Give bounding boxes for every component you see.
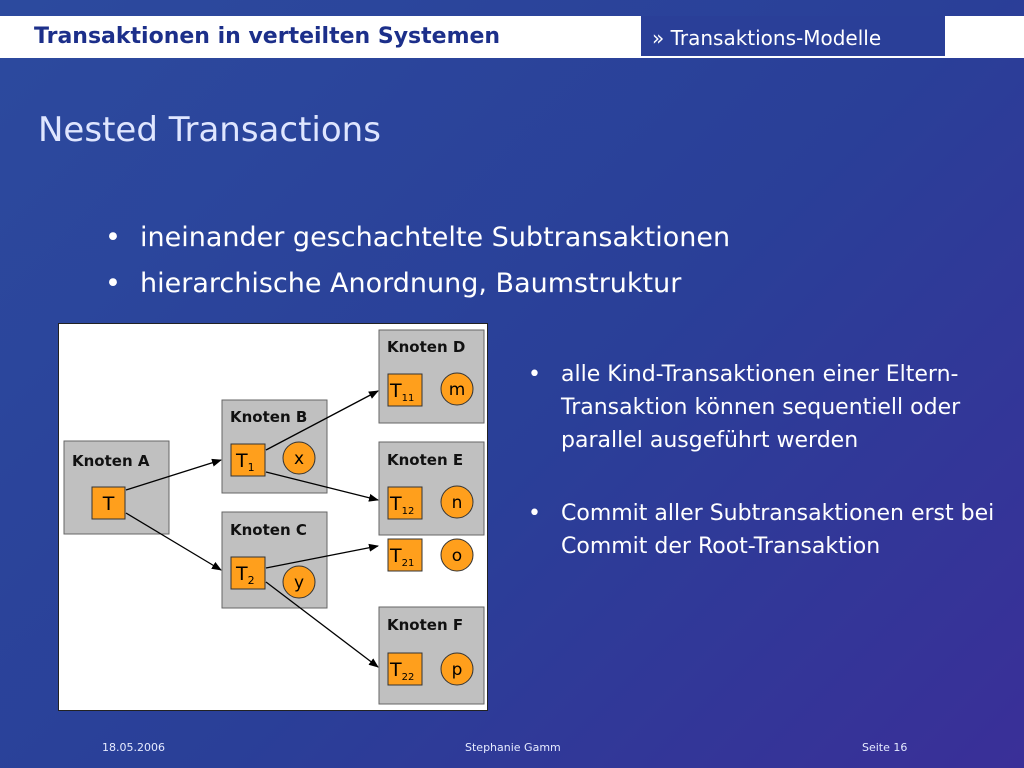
- arrow-t1-t12: [265, 471, 379, 502]
- arrow-t1-t11: [265, 390, 379, 451]
- transaction-t22-box: [387, 652, 423, 686]
- transaction-t21-box: [387, 538, 423, 572]
- dependency-arrows: [125, 390, 379, 668]
- header-bar: Transaktionen in verteilten Systemen » T…: [0, 16, 1024, 58]
- header-title: Transaktionen in verteilten Systemen: [34, 24, 501, 49]
- transaction-t11-label: T11: [389, 380, 414, 404]
- resource-o-label: o: [452, 546, 462, 566]
- transaction-t1-box: [230, 443, 266, 477]
- diagram-canvas: Knoten A Knoten B Knoten C Knoten D Knot…: [63, 329, 485, 705]
- node-e-label: Knoten E: [387, 451, 463, 469]
- node-d-label: Knoten D: [387, 338, 465, 356]
- main-bullet-list: • ineinander geschachtelte Subtransaktion…: [105, 215, 730, 307]
- resource-p-circle: [440, 652, 474, 686]
- footer-date: 18.05.2006: [102, 741, 165, 754]
- node-f-label: Knoten F: [387, 616, 463, 634]
- resource-y-label: y: [294, 573, 304, 593]
- resource-o-circle: [440, 538, 474, 572]
- transaction-t21-label: T21: [389, 545, 414, 569]
- bullet-icon: •: [528, 501, 541, 526]
- resource-x-circle: [282, 441, 316, 475]
- arrow-t-t2: [125, 512, 222, 571]
- resource-n-circle: [440, 485, 474, 519]
- transaction-t12-label: T12: [389, 493, 414, 517]
- side-bullet-item: • alle Kind-Transaktionen einer Eltern-Tr…: [528, 358, 998, 457]
- transaction-t11-box: [387, 373, 423, 407]
- main-bullet-item: • ineinander geschachtelte Subtransaktion…: [105, 215, 730, 261]
- arrow-t-t1: [125, 458, 222, 491]
- transaction-t-label: T: [102, 493, 115, 515]
- slide-title: Nested Transactions: [38, 110, 381, 150]
- transaction-t22-label: T22: [389, 659, 414, 683]
- bullet-icon: •: [105, 222, 121, 253]
- bullet-icon: •: [105, 268, 121, 299]
- main-bullet-text: ineinander geschachtelte Subtransaktione…: [140, 222, 731, 253]
- side-bullet-list: • alle Kind-Transaktionen einer Eltern-Tr…: [528, 358, 998, 603]
- bullet-icon: •: [528, 362, 541, 387]
- main-bullet-text: hierarchische Anordnung, Baumstruktur: [140, 268, 682, 299]
- node-b-label: Knoten B: [230, 408, 307, 426]
- arrow-t2-t22: [265, 581, 379, 668]
- resource-x-label: x: [294, 449, 304, 469]
- resource-m-circle: [440, 372, 474, 406]
- transaction-t2-box: [230, 556, 266, 590]
- arrow-t2-t21: [265, 543, 379, 569]
- resource-n-label: n: [452, 493, 463, 513]
- nested-transaction-diagram: Knoten A Knoten B Knoten C Knoten D Knot…: [58, 323, 488, 711]
- transaction-t1-label: T1: [235, 450, 255, 474]
- transaction-t-box: [91, 486, 126, 520]
- node-c-label: Knoten C: [230, 521, 307, 539]
- footer-page-number: Seite 16: [862, 741, 908, 754]
- resource-m-label: m: [449, 380, 466, 400]
- side-bullet-item: • Commit aller Subtransaktionen erst bei …: [528, 497, 998, 563]
- resource-y-circle: [282, 565, 316, 599]
- side-bullet-text: alle Kind-Transaktionen einer Eltern-Tra…: [561, 362, 961, 453]
- node-a-label: Knoten A: [72, 452, 150, 470]
- transaction-t2-label: T2: [235, 563, 255, 587]
- transaction-t12-box: [387, 486, 423, 520]
- section-label: » Transaktions-Modelle: [641, 16, 945, 56]
- side-bullet-text: Commit aller Subtransaktionen erst bei C…: [561, 501, 995, 559]
- footer-author: Stephanie Gamm: [465, 741, 561, 754]
- main-bullet-item: • hierarchische Anordnung, Baumstruktur: [105, 261, 730, 307]
- resource-p-label: p: [452, 660, 463, 680]
